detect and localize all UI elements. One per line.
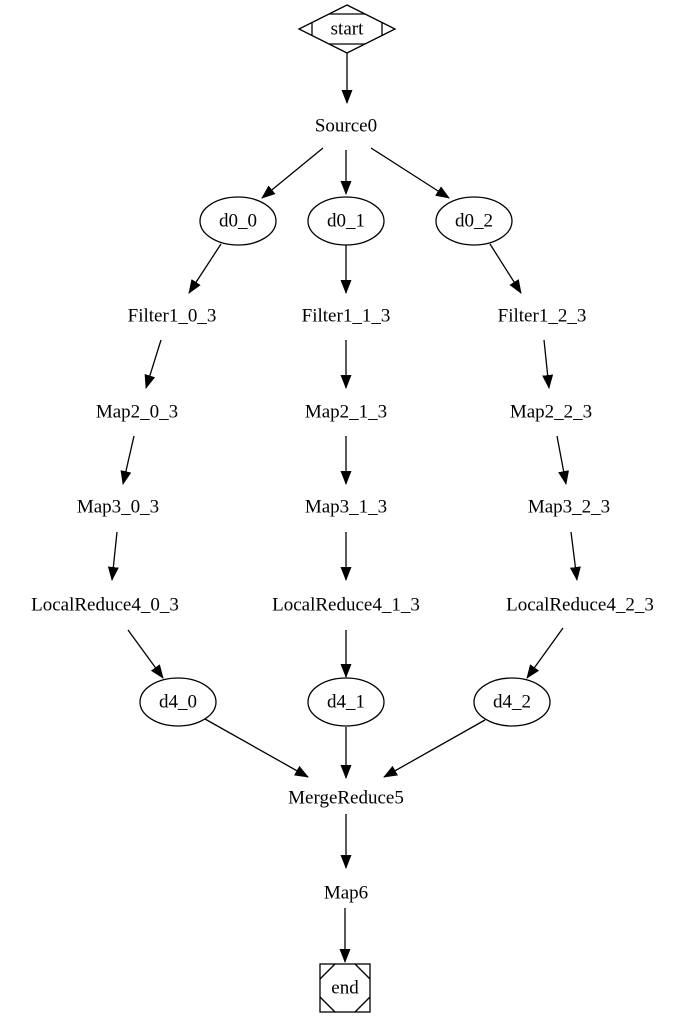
node-Map2_0_3: Map2_0_3 [96, 402, 178, 423]
node-LocalReduce4_1_3: LocalReduce4_1_3 [272, 595, 420, 616]
edge-Source0-to-d0_2 [370, 147, 450, 199]
node-Map2_1_3: Map2_1_3 [305, 402, 387, 423]
edge-d4_0-to-MergeReduce5 [204, 718, 309, 778]
node-LocalReduce4_1_3-label: LocalReduce4_1_3 [272, 595, 420, 616]
node-Map6: Map6 [324, 883, 368, 904]
ellipse-shape [139, 677, 217, 727]
node-Source0-label: Source0 [315, 116, 377, 137]
node-Map3_1_3-label: Map3_1_3 [305, 497, 387, 518]
node-Map3_2_3: Map3_2_3 [528, 497, 610, 518]
node-Map3_0_3-label: Map3_0_3 [77, 497, 159, 518]
node-Map2_2_3-label: Map2_2_3 [510, 402, 592, 423]
node-Filter1_0_3-label: Filter1_0_3 [128, 306, 217, 327]
node-d4_1: d4_1 [307, 677, 385, 727]
node-Map2_2_3: Map2_2_3 [510, 402, 592, 423]
node-end: end [319, 963, 371, 1013]
edge-LocalReduce4_2_3-to-d4_2 [526, 627, 564, 679]
edge-Map2_0_3-to-Map3_0_3 [120, 435, 135, 485]
ellipse-shape [473, 677, 551, 727]
node-Filter1_0_3: Filter1_0_3 [128, 306, 217, 327]
edge-Map3_2_3-to-LocalReduce4_2_3 [569, 531, 581, 581]
node-MergeReduce5-label: MergeReduce5 [288, 788, 404, 809]
square-corner-cut [319, 963, 336, 980]
edge-Source0-to-d0_0 [261, 147, 324, 199]
node-d0_1-label: d0_1 [327, 211, 365, 232]
edge-Filter1_0_3-to-Map2_0_3 [144, 339, 162, 389]
edge-d4_2-to-MergeReduce5 [383, 719, 486, 778]
node-Filter1_2_3: Filter1_2_3 [498, 306, 587, 327]
node-Map2_1_3-label: Map2_1_3 [305, 402, 387, 423]
edge-LocalReduce4_0_3-to-d4_0 [127, 629, 164, 679]
node-MergeReduce5: MergeReduce5 [288, 788, 404, 809]
node-d4_2-label: d4_2 [493, 692, 531, 713]
node-d0_2-label: d0_2 [455, 211, 493, 232]
node-start: start [297, 4, 397, 54]
ellipse-shape [435, 196, 513, 246]
square-corner-cut [354, 963, 371, 980]
node-Filter1_1_3: Filter1_1_3 [302, 306, 391, 327]
node-LocalReduce4_2_3-label: LocalReduce4_2_3 [506, 595, 654, 616]
node-Map6-label: Map6 [324, 883, 368, 904]
edge-Map2_2_3-to-Map3_2_3 [556, 435, 570, 485]
node-Filter1_1_3-label: Filter1_1_3 [302, 306, 391, 327]
node-LocalReduce4_0_3: LocalReduce4_0_3 [31, 595, 179, 616]
node-LocalReduce4_0_3-label: LocalReduce4_0_3 [31, 595, 179, 616]
node-d4_0: d4_0 [139, 677, 217, 727]
square-shape [319, 963, 371, 1013]
ellipse-shape [199, 196, 277, 246]
edge-Filter1_2_3-to-Map2_2_3 [542, 339, 554, 389]
node-d0_0: d0_0 [199, 196, 277, 246]
node-d4_0-label: d4_0 [159, 692, 197, 713]
square-corner-cut [354, 996, 371, 1013]
edge-Map3_0_3-to-LocalReduce4_0_3 [107, 531, 119, 581]
edge-d0_2-to-Filter1_2_3 [489, 243, 522, 294]
node-Source0: Source0 [315, 116, 377, 137]
node-Map3_1_3: Map3_1_3 [305, 497, 387, 518]
ellipse-shape [307, 196, 385, 246]
node-Map3_0_3: Map3_0_3 [77, 497, 159, 518]
node-d4_1-label: d4_1 [327, 692, 365, 713]
node-Filter1_2_3-label: Filter1_2_3 [498, 306, 587, 327]
node-end-label: end [331, 978, 359, 999]
node-d0_1: d0_1 [307, 196, 385, 246]
node-d0_0-label: d0_0 [219, 211, 257, 232]
node-Map2_0_3-label: Map2_0_3 [96, 402, 178, 423]
node-start-label: start [331, 19, 364, 40]
node-d4_2: d4_2 [473, 677, 551, 727]
node-Map3_2_3-label: Map3_2_3 [528, 497, 610, 518]
square-corner-cut [319, 996, 336, 1013]
ellipse-shape [307, 677, 385, 727]
node-LocalReduce4_2_3: LocalReduce4_2_3 [506, 595, 654, 616]
edge-d0_0-to-Filter1_0_3 [188, 243, 222, 294]
node-d0_2: d0_2 [435, 196, 513, 246]
diamond-shape [297, 4, 397, 54]
